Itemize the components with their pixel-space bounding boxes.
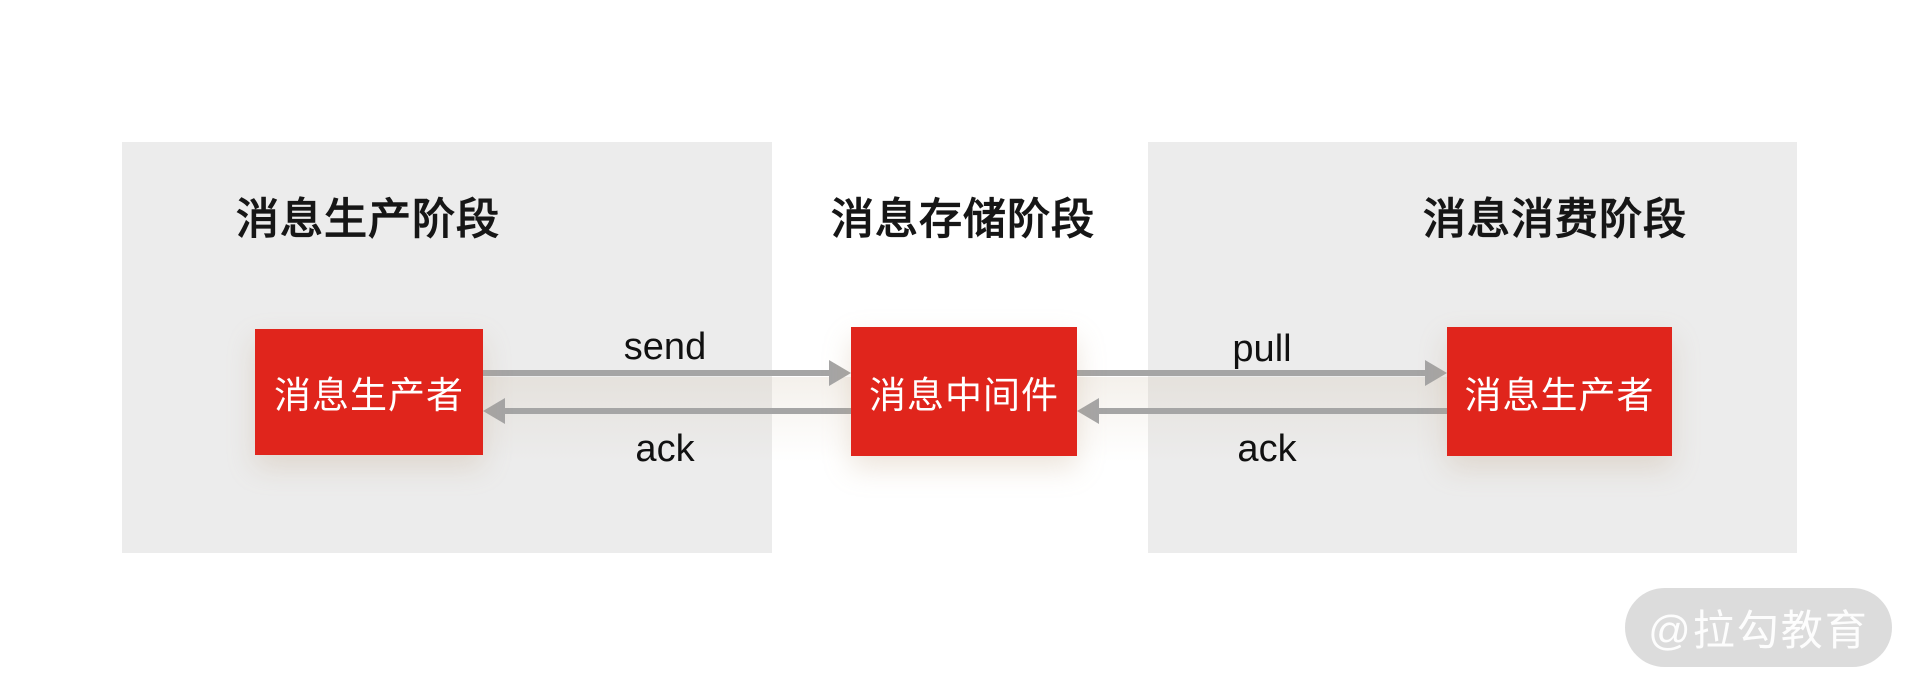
watermark-badge: @拉勾教育	[1625, 588, 1892, 667]
consumer-stage-title: 消息消费阶段	[1423, 196, 1687, 244]
consumer-node: 消息生产者	[1447, 327, 1672, 456]
send-arrow-label: send	[623, 326, 707, 368]
broker-node: 消息中间件	[851, 327, 1077, 456]
ack-left-arrow-line	[505, 408, 851, 414]
watermark-text: @拉勾教育	[1648, 607, 1869, 654]
ack-right-arrow-left-icon	[1077, 398, 1099, 424]
pull-arrow-right-icon	[1425, 360, 1447, 386]
send-arrow-right-icon	[829, 360, 851, 386]
send-arrow-line	[483, 370, 829, 376]
pull-arrow-line	[1077, 370, 1425, 376]
ack-left-arrow-left-icon	[483, 398, 505, 424]
ack-left-arrow-label: ack	[635, 428, 695, 470]
pull-arrow-label: pull	[1232, 328, 1292, 370]
producer-node: 消息生产者	[255, 329, 483, 455]
producer-stage-title: 消息生产阶段	[236, 196, 500, 244]
ack-right-arrow-line	[1099, 408, 1447, 414]
storage-stage-title: 消息存储阶段	[831, 196, 1095, 244]
ack-right-arrow-label: ack	[1237, 428, 1297, 470]
